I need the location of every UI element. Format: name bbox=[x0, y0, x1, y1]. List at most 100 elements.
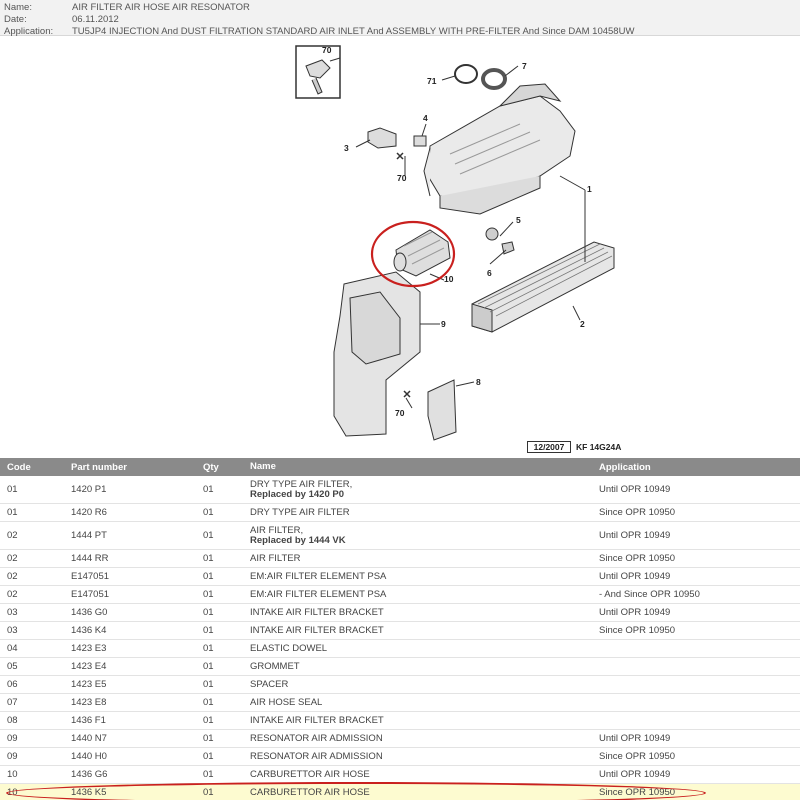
cell-application: Since OPR 10950 bbox=[599, 751, 676, 762]
filter-housing-1-icon bbox=[423, 83, 576, 215]
cell-part-number: 1436 G0 bbox=[71, 607, 108, 618]
part-name: RESONATOR AIR ADMISSION bbox=[250, 750, 383, 762]
header-code[interactable]: Code bbox=[7, 461, 31, 473]
diagram-date-box: 12/2007 bbox=[527, 441, 571, 453]
exploded-view-illustration: 70 71 7 3 4 70 1 5 6 10 2 9 8 70 bbox=[295, 45, 615, 441]
cell-part-number: 1440 H0 bbox=[71, 751, 107, 762]
table-row[interactable]: 07 1423 E8 01 AIR HOSE SEAL bbox=[0, 694, 800, 712]
bracket-8-icon bbox=[427, 379, 457, 441]
cell-code: 02 bbox=[7, 530, 18, 541]
cell-part-number: 1420 P1 bbox=[71, 484, 107, 495]
cell-name: AIR FILTER,Replaced by 1444 VK bbox=[243, 525, 592, 546]
cell-name: DRY TYPE AIR FILTER bbox=[243, 507, 592, 518]
cell-code: 09 bbox=[7, 733, 18, 744]
cell-qty: 01 bbox=[203, 715, 214, 726]
cell-name: ELASTIC DOWEL bbox=[243, 643, 592, 654]
cell-code: 03 bbox=[7, 625, 18, 636]
part-name: DRY TYPE AIR FILTER, bbox=[250, 478, 353, 490]
cell-name: EM:AIR FILTER ELEMENT PSA bbox=[243, 588, 592, 600]
cell-code: 02 bbox=[7, 553, 18, 564]
part-name: INTAKE AIR FILTER BRACKET bbox=[250, 714, 384, 726]
cell-name: SPACER bbox=[243, 678, 592, 690]
parts-table: Code Part number Qty Name Application 01… bbox=[0, 458, 800, 800]
cell-part-number: 1423 E8 bbox=[71, 697, 107, 708]
callout-1: 1 bbox=[587, 184, 592, 194]
part-name: RESONATOR AIR ADMISSION bbox=[250, 732, 383, 744]
cell-name: DRY TYPE AIR FILTER,Replaced by 1420 P0 bbox=[243, 478, 592, 500]
cell-application: Since OPR 10950 bbox=[599, 625, 676, 636]
cell-application: Until OPR 10949 bbox=[599, 571, 671, 582]
cell-qty: 01 bbox=[203, 589, 214, 600]
header-application[interactable]: Application bbox=[599, 461, 651, 473]
cell-code: 02 bbox=[7, 571, 18, 582]
cell-name: CARBURETTOR AIR HOSE bbox=[243, 787, 592, 798]
cell-name: INTAKE AIR FILTER BRACKET bbox=[243, 625, 592, 636]
application-value: TU5JP4 INJECTION And DUST FILTRATION STA… bbox=[72, 26, 635, 37]
callout-10: 10 bbox=[444, 274, 454, 284]
cell-part-number: 1423 E5 bbox=[71, 679, 107, 690]
part-name: EM:AIR FILTER ELEMENT PSA bbox=[250, 588, 387, 600]
application-label: Application: bbox=[4, 26, 54, 37]
header-qty[interactable]: Qty bbox=[203, 461, 219, 473]
dowel-4-icon bbox=[413, 135, 427, 147]
cell-qty: 01 bbox=[203, 625, 214, 636]
part-name: AIR FILTER bbox=[250, 552, 301, 564]
cell-part-number: 1423 E4 bbox=[71, 661, 107, 672]
cell-code: 06 bbox=[7, 679, 18, 690]
table-row[interactable]: 01 1420 P1 01 DRY TYPE AIR FILTER,Replaced … bbox=[0, 476, 800, 504]
cell-code: 10 bbox=[7, 787, 18, 798]
cell-application: Until OPR 10949 bbox=[599, 733, 671, 744]
cell-code: 07 bbox=[7, 697, 18, 708]
cell-qty: 01 bbox=[203, 484, 214, 495]
air-hose-10-icon bbox=[393, 229, 451, 277]
header-name[interactable]: Name bbox=[250, 461, 276, 472]
cell-qty: 01 bbox=[203, 697, 214, 708]
cell-name: INTAKE AIR FILTER BRACKET bbox=[243, 607, 592, 618]
cell-part-number: 1436 G6 bbox=[71, 769, 108, 780]
cell-name: RESONATOR AIR ADMISSION bbox=[243, 750, 592, 762]
cell-name: AIR HOSE SEAL bbox=[243, 697, 592, 708]
filter-element-2-icon bbox=[471, 241, 615, 333]
resonator-9-icon bbox=[333, 271, 421, 437]
cell-code: 02 bbox=[7, 589, 18, 600]
cell-qty: 01 bbox=[203, 787, 214, 798]
info-name-row: Name: AIR FILTER AIR HOSE AIR RESONATOR bbox=[0, 2, 800, 13]
diagram-reference-code: KF 14G24A bbox=[576, 442, 622, 452]
part-name: GROMMET bbox=[250, 660, 300, 672]
cell-part-number: E147051 bbox=[71, 571, 110, 582]
cell-part-number: 1423 E3 bbox=[71, 643, 107, 654]
cell-application: - And Since OPR 10950 bbox=[599, 589, 700, 600]
cell-qty: 01 bbox=[203, 661, 214, 672]
cell-part-number: 1420 R6 bbox=[71, 507, 107, 518]
cell-name: AIR FILTER bbox=[243, 552, 592, 564]
cell-application: Since OPR 10950 bbox=[599, 787, 676, 798]
part-name: SPACER bbox=[250, 678, 289, 690]
bracket-3-icon bbox=[367, 127, 397, 149]
cell-code: 01 bbox=[7, 484, 18, 495]
cell-part-number: 1444 RR bbox=[71, 553, 109, 564]
date-value: 06.11.2012 bbox=[72, 14, 119, 25]
cell-part-number: 1436 F1 bbox=[71, 715, 106, 726]
cell-qty: 01 bbox=[203, 769, 214, 780]
info-application-row: Application: TU5JP4 INJECTION And DUST F… bbox=[0, 26, 800, 37]
table-body: 01 1420 P1 01 DRY TYPE AIR FILTER,Replaced … bbox=[0, 476, 800, 800]
cell-application: Until OPR 10949 bbox=[599, 607, 671, 618]
header-part-number[interactable]: Part number bbox=[71, 461, 127, 473]
cell-application: Since OPR 10950 bbox=[599, 507, 676, 518]
callout-4: 4 bbox=[423, 113, 428, 123]
